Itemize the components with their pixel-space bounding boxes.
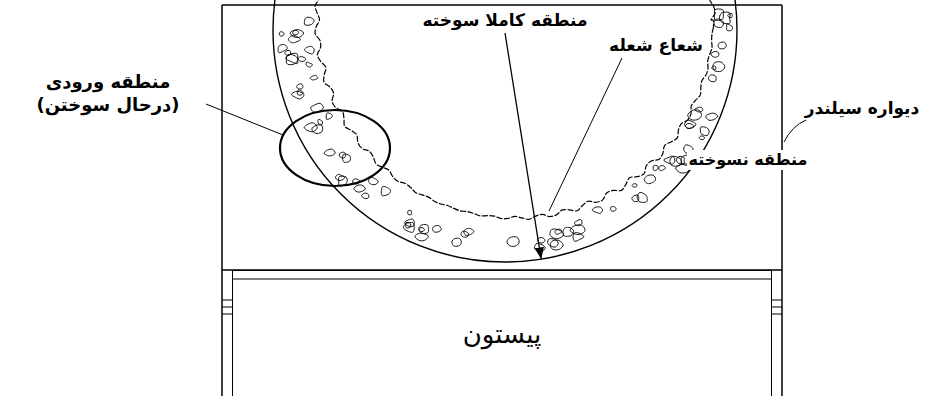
burning-pocket — [507, 237, 519, 247]
piston-ring — [222, 314, 232, 315]
burning-pocket — [570, 225, 585, 235]
burning-pocket — [381, 186, 390, 195]
cylinder-wall — [781, 5, 783, 396]
zone-label: شعاع شعله — [607, 34, 705, 56]
piston-rings — [222, 300, 782, 314]
burning-pocket — [343, 154, 351, 162]
burning-pocket — [632, 184, 637, 187]
piston-ring — [222, 300, 232, 301]
node-label: پیستون — [463, 319, 542, 349]
burning-pocket — [297, 90, 303, 95]
burning-pocket — [362, 193, 369, 198]
piston-ring — [772, 314, 782, 315]
piston-ring — [222, 307, 232, 308]
burning-pocket — [304, 17, 314, 25]
burning-pocket — [278, 44, 287, 52]
burning-pocket — [304, 123, 317, 132]
burning-pocket — [306, 62, 312, 67]
burning-pocket — [297, 84, 303, 89]
entrance-zone-ellipse — [280, 110, 390, 186]
burning-pocket — [548, 239, 559, 248]
burning-pocket — [335, 174, 344, 180]
burning-pocket — [452, 238, 461, 246]
burning-pocket — [354, 185, 365, 192]
burning-pocket — [719, 12, 730, 24]
burning-pocket — [318, 119, 323, 124]
burning-pocket — [712, 66, 716, 70]
piston-crown-edge — [232, 278, 772, 279]
cylinder-wall — [221, 5, 223, 396]
cylinder-head — [222, 4, 782, 6]
burning-pocket — [706, 113, 718, 120]
zone-label: دیواره سیلندر — [803, 97, 921, 119]
burning-pocket — [290, 29, 304, 37]
burning-pocket — [699, 136, 704, 140]
burning-pocket — [550, 240, 563, 250]
burning-pocket — [293, 30, 299, 35]
burning-pocket — [279, 32, 284, 37]
burning-pocket — [713, 62, 725, 72]
burning-pocket — [286, 54, 298, 64]
burning-pocket — [637, 192, 647, 202]
zone-label: منطقه نسوخته — [687, 150, 810, 171]
burning-pocket — [405, 219, 415, 227]
burning-pocket — [419, 224, 429, 233]
burning-pocket — [644, 175, 655, 184]
burning-pocket — [310, 75, 318, 80]
burning-pocket — [563, 227, 574, 236]
burning-pocket — [324, 149, 335, 156]
burning-pocket — [714, 19, 724, 27]
burning-pocket — [550, 229, 564, 239]
burning-pocket — [298, 57, 306, 62]
burning-pocket — [718, 42, 726, 49]
leader-line — [206, 104, 283, 135]
burning-pocket — [304, 46, 314, 54]
burning-pocket — [419, 227, 424, 231]
flame-front — [315, 0, 715, 219]
burning-pocket — [688, 110, 702, 120]
piston-ring — [772, 300, 782, 301]
burning-pocket — [653, 165, 658, 170]
leader-line — [549, 58, 622, 211]
burning-pocket — [708, 75, 716, 82]
leader-line — [784, 120, 806, 142]
flame-outer-boundary — [273, 0, 737, 262]
burning-pocket — [433, 225, 442, 232]
burning-pocket — [664, 156, 675, 164]
burning-pocket — [659, 166, 666, 171]
piston-box: پیستون — [232, 270, 772, 396]
burning-pocket — [711, 51, 719, 57]
piston-ring — [772, 307, 782, 308]
burning-pocket — [611, 207, 617, 212]
burning-pocket — [685, 120, 696, 128]
burning-pocket — [726, 24, 732, 31]
burning-pocket — [415, 233, 428, 241]
burning-pocket — [555, 229, 562, 234]
flame-ring — [273, 0, 737, 262]
radius-arrow — [505, 33, 541, 258]
burning-pocket — [291, 91, 304, 99]
zone-label: منطقه کاملا سوخته — [421, 9, 590, 31]
burning-pocket — [326, 113, 332, 120]
burning-pocket — [700, 127, 709, 136]
burning-pocket — [461, 231, 468, 237]
zone-label: منطقه ورودی (درحال سوختن) — [16, 70, 200, 117]
burning-pocket — [408, 210, 412, 214]
burning-pocket — [592, 207, 602, 214]
